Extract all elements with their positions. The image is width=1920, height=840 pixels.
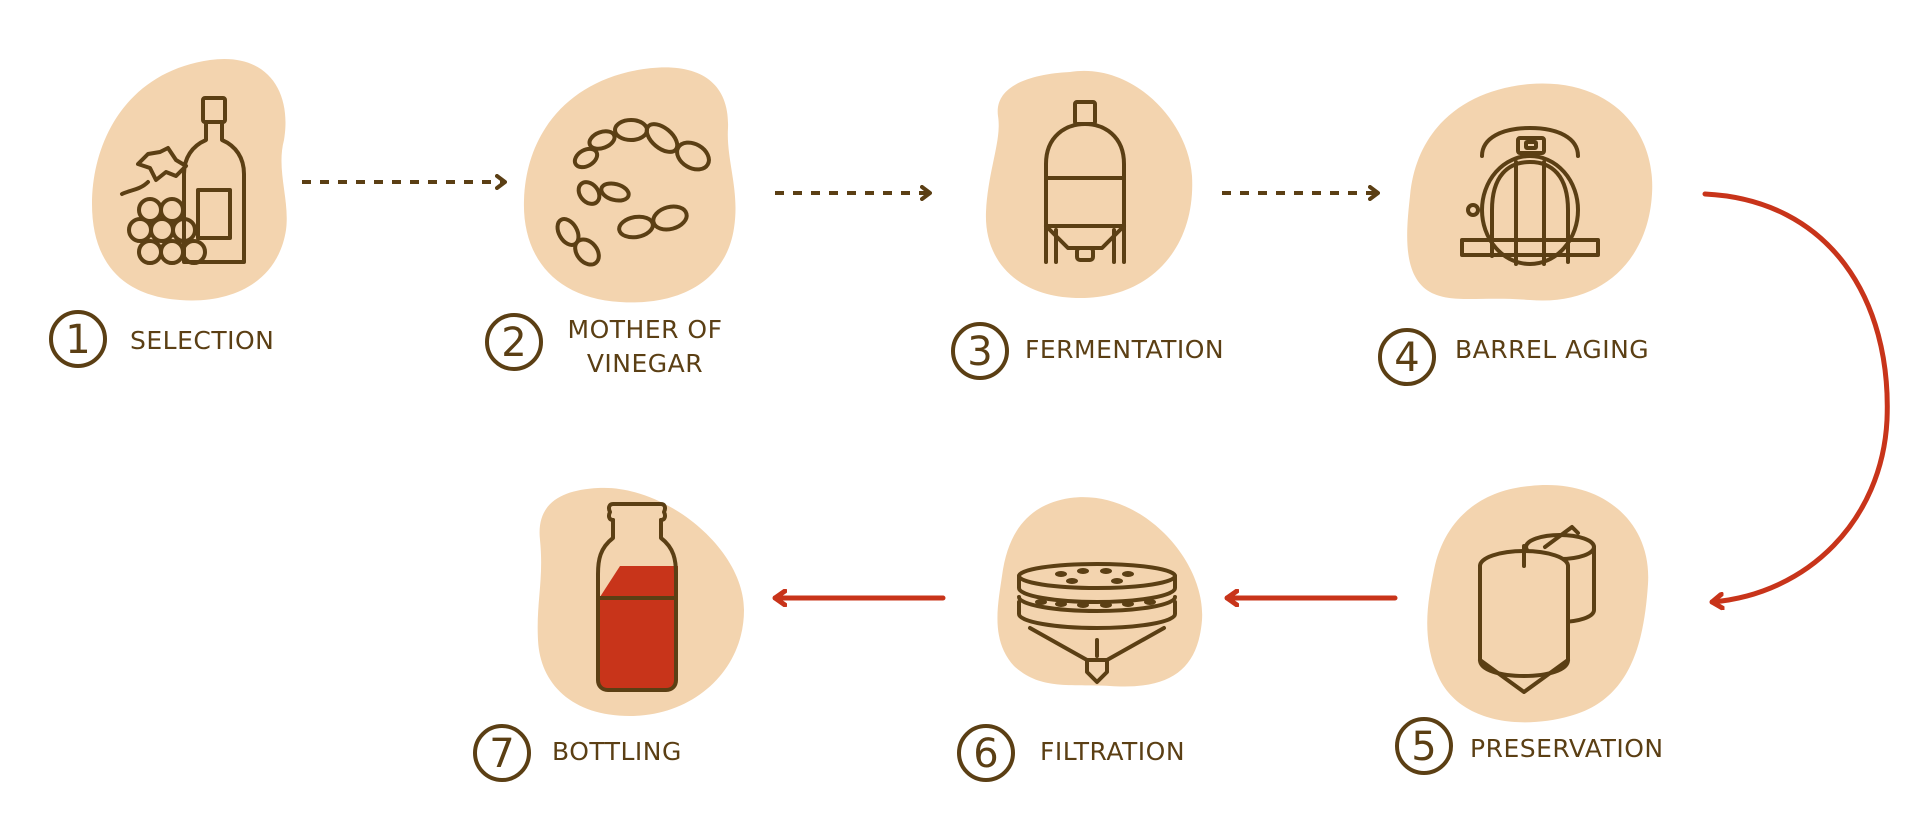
step-number-badge: [1395, 717, 1453, 775]
step-3: 3 FERMENTATION: [951, 322, 1224, 380]
step-number: 2: [501, 320, 526, 366]
step-2: 2 MOTHER OF VINEGAR: [485, 313, 723, 378]
step-label: VINEGAR: [587, 349, 703, 378]
mother-of-vinegar-icon: [555, 118, 711, 267]
vinegar-bottle-icon: [596, 502, 678, 692]
step-number: 5: [1411, 724, 1436, 770]
barrel-icon: [1460, 126, 1600, 266]
blob-1: [92, 58, 287, 301]
step-7: 7 BOTTLING: [473, 724, 682, 782]
step-number: 6: [973, 731, 998, 777]
filter-icon: [1017, 562, 1177, 684]
step-number: 1: [65, 317, 90, 363]
step-number-badge: [951, 322, 1009, 380]
icons: [120, 96, 1600, 694]
step-number-badge: [485, 313, 543, 371]
step-label: BOTTLING: [552, 737, 682, 766]
step-4: 4 BARREL AGING: [1378, 328, 1649, 386]
step-1: 1 SELECTION: [49, 310, 274, 368]
step-label: FERMENTATION: [1025, 335, 1224, 364]
blob-4: [1407, 83, 1653, 301]
step-number-badge: [49, 310, 107, 368]
step-number-badge: [1378, 328, 1436, 386]
step-number: 4: [1394, 335, 1419, 381]
step-number: 3: [967, 329, 992, 375]
step-number: 7: [489, 731, 514, 777]
blob-3: [985, 70, 1193, 299]
storage-tanks-icon: [1478, 525, 1596, 694]
step-5: 5 PRESERVATION: [1395, 717, 1664, 775]
step-label: MOTHER OF: [568, 315, 723, 344]
wine-bottle-grapes-icon: [120, 96, 246, 265]
step-badges: 1 SELECTION 2 MOTHER OF VINEGAR 3 FERMEN…: [49, 310, 1664, 782]
step-label: FILTRATION: [1040, 737, 1185, 766]
fermentation-tank-icon: [1044, 100, 1126, 264]
blob-2: [523, 67, 736, 303]
step-number-badge: [957, 724, 1015, 782]
connector-4-5: [1702, 191, 1890, 602]
step-label: SELECTION: [130, 326, 274, 355]
connectors: [302, 174, 1890, 602]
step-number-badge: [473, 724, 531, 782]
step-label: BARREL AGING: [1455, 335, 1649, 364]
step-label: PRESERVATION: [1470, 734, 1664, 763]
step-6: 6 FILTRATION: [957, 724, 1185, 782]
blobs: [92, 58, 1653, 723]
